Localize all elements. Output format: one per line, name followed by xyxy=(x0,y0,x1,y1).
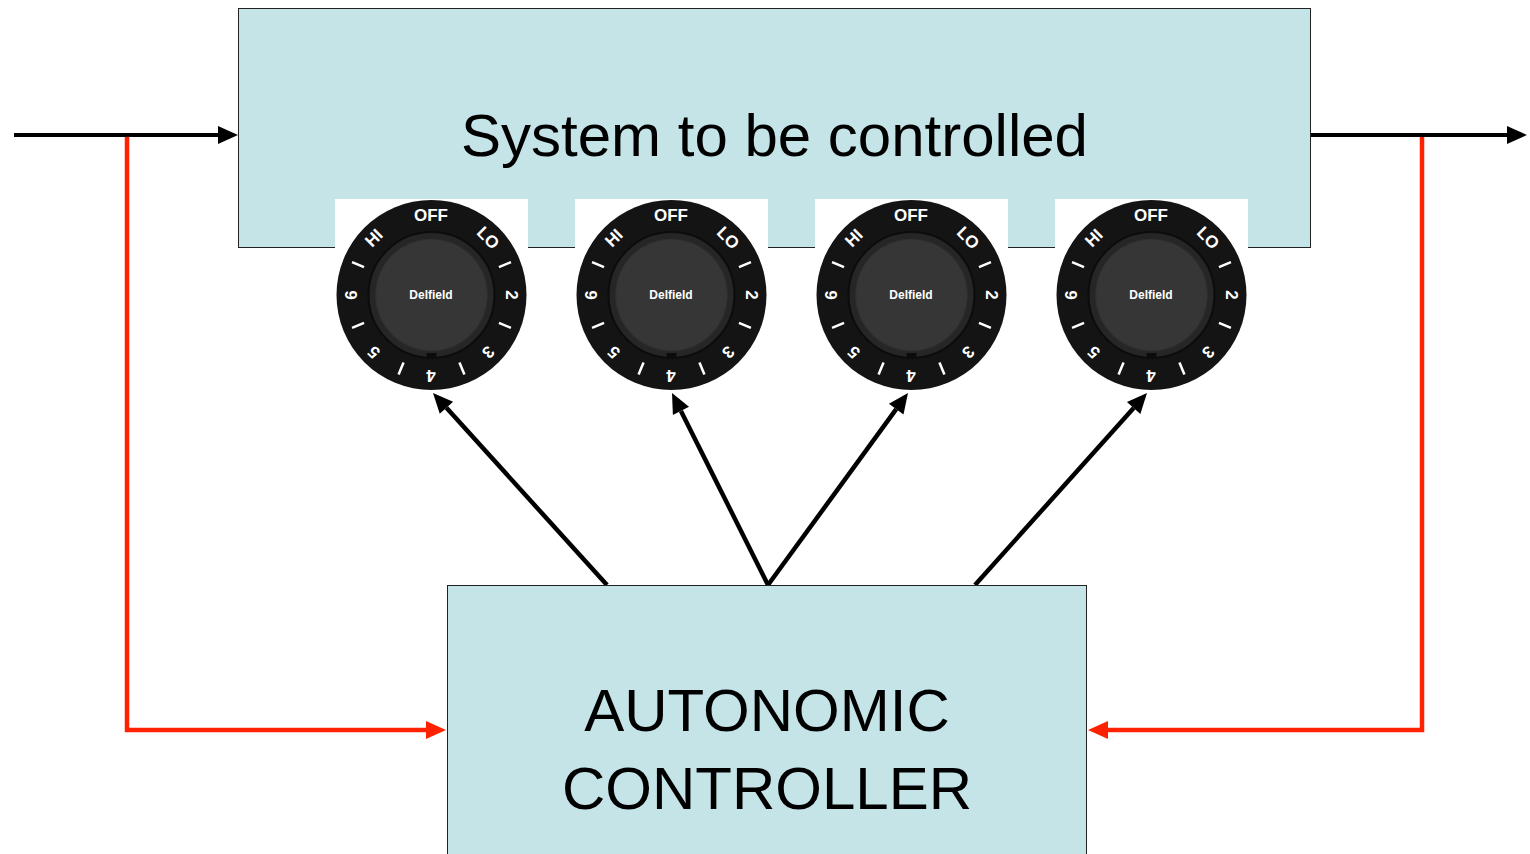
dial-marking: 6 xyxy=(583,290,600,299)
output-sense-arrowhead xyxy=(1088,721,1108,739)
brand-label: Delfield xyxy=(409,289,452,302)
dial-marking: 6 xyxy=(343,290,360,299)
dial-marking: OFF xyxy=(894,207,928,224)
dial-marking: 6 xyxy=(823,290,840,299)
dial-marking: OFF xyxy=(1134,207,1168,224)
brand-label: Delfield xyxy=(649,289,692,302)
input-wire xyxy=(14,133,222,137)
output-arrowhead xyxy=(1507,126,1527,144)
control-arrow xyxy=(433,393,607,585)
dial-marking: 6 xyxy=(1063,290,1080,299)
dial-marking: 2 xyxy=(503,290,520,299)
brand-label: Delfield xyxy=(1129,289,1172,302)
dial-marking: 4 xyxy=(426,367,435,384)
control-knob: OFFLO23456HIDelfield xyxy=(1055,199,1248,391)
dial-marking: 2 xyxy=(983,290,1000,299)
input-arrowhead xyxy=(218,126,238,144)
dial-marking: 2 xyxy=(743,290,760,299)
dial-marking: 4 xyxy=(666,367,675,384)
controller-box: AUTONOMIC CONTROLLER xyxy=(447,585,1087,854)
brand-label: Delfield xyxy=(889,289,932,302)
control-knob: OFFLO23456HIDelfield xyxy=(815,199,1008,391)
dial-marking: OFF xyxy=(654,207,688,224)
dial-marking: 2 xyxy=(1223,290,1240,299)
output-wire xyxy=(1311,133,1510,137)
control-knob: OFFLO23456HIDelfield xyxy=(575,199,768,391)
control-arrow xyxy=(672,393,768,585)
control-knob: OFFLO23456HIDelfield xyxy=(335,199,528,391)
control-arrow xyxy=(975,393,1147,585)
dial-marking: 4 xyxy=(1146,367,1155,384)
dial-marking: OFF xyxy=(414,207,448,224)
dial-marking: 4 xyxy=(906,367,915,384)
control-arrow xyxy=(768,393,908,585)
box-label: System to be controlled xyxy=(239,101,1310,171)
box-label: AUTONOMIC CONTROLLER xyxy=(448,672,1086,828)
input-sense-arrowhead xyxy=(426,721,446,739)
